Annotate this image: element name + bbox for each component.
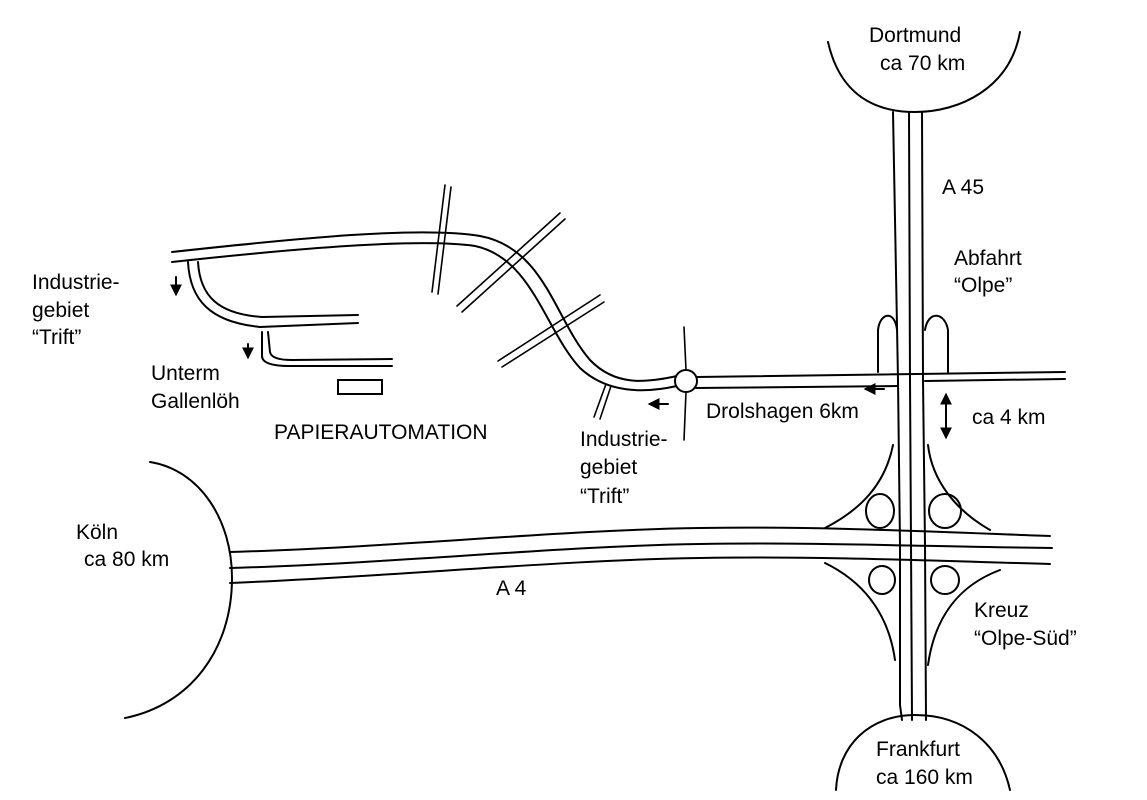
city-frankfurt-name: Frankfurt: [876, 738, 960, 761]
city-dortmund-area: [827, 31, 1021, 113]
interchange-line2: “Olpe-Süd”: [974, 627, 1077, 650]
exit-olpe-ramps: [877, 314, 949, 373]
roundabout-south-road: [683, 391, 687, 441]
industrial-area-left-line2: gebiet: [32, 299, 89, 322]
industrial-area-left-line3: “Trift”: [32, 326, 81, 349]
industrial-area-center-line3: “Trift”: [580, 485, 629, 508]
street-name-line1: Unterm: [151, 362, 220, 385]
road-a4-label: A 4: [496, 577, 527, 600]
interchange-line1: Kreuz: [974, 599, 1029, 622]
street-name-line2: Gallenlöh: [151, 390, 240, 413]
company-building: [337, 379, 383, 395]
city-dortmund-name: Dortmund: [869, 24, 961, 47]
industrial-access-road: [187, 261, 393, 367]
motorway-a4: [229, 526, 1053, 584]
side-streets: [431, 184, 612, 420]
company-name: PAPIERAUTOMATION: [274, 421, 488, 444]
exit-olpe-line1: Abfahrt: [954, 247, 1022, 270]
exit-olpe-line2: “Olpe”: [954, 274, 1012, 297]
industrial-area-center-line1: Industrie-: [580, 428, 668, 451]
motorway-a45: [892, 111, 927, 721]
interchange-olpe-sued: [824, 444, 1001, 666]
roundabout: [674, 369, 698, 393]
city-frankfurt-area: [835, 714, 1011, 791]
city-koeln-distance: ca 80 km: [84, 548, 169, 571]
main-road-winding: [171, 231, 678, 392]
distance-marker-label: ca 4 km: [972, 406, 1046, 429]
roundabout-north-road: [683, 326, 687, 371]
road-drolshagen: [695, 371, 1066, 389]
city-koeln-area: [124, 461, 233, 719]
industrial-area-left-line1: Industrie-: [32, 271, 120, 294]
city-koeln-name: Köln: [76, 521, 118, 544]
city-frankfurt-distance: ca 160 km: [876, 766, 973, 789]
industrial-area-center-line2: gebiet: [580, 456, 637, 479]
city-dortmund-distance: ca 70 km: [880, 52, 965, 75]
road-a45-label: A 45: [942, 176, 984, 199]
drolshagen-label: Drolshagen 6km: [706, 400, 859, 423]
arrows: [170, 276, 952, 440]
